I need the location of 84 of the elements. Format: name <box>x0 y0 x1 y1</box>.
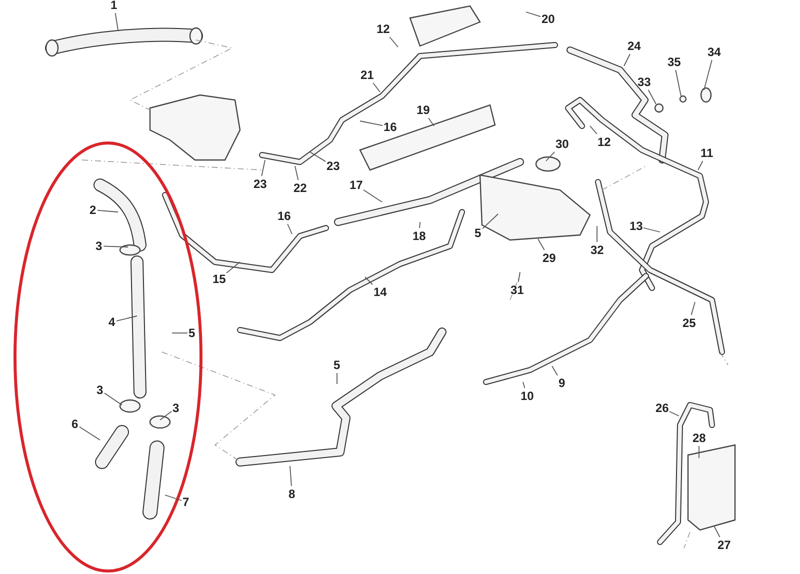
leader-line <box>698 446 700 458</box>
leader-line <box>103 246 128 248</box>
callout-number: 35 <box>668 55 681 69</box>
callout-number: 30 <box>556 137 569 151</box>
leader-line <box>226 262 240 274</box>
leader-line <box>648 90 656 104</box>
leader-line <box>160 410 172 420</box>
callout-number: 6 <box>72 417 78 431</box>
leader-line <box>310 152 326 162</box>
callout-number: 31 <box>510 283 524 297</box>
callout-number: 33 <box>638 75 651 89</box>
leader-line <box>164 494 182 501</box>
callout-number: 25 <box>682 316 696 330</box>
leader-line <box>596 226 598 242</box>
callout-number: 15 <box>212 272 226 286</box>
leader-line <box>97 210 118 212</box>
callout-number: 12 <box>376 22 390 36</box>
callout-number: 7 <box>182 495 190 509</box>
callout-number: 16 <box>278 209 291 223</box>
callout-number: 14 <box>374 285 387 299</box>
callout-number: 9 <box>558 376 566 390</box>
leader-line <box>522 382 526 388</box>
callout-number: 24 <box>628 39 641 53</box>
leader-line <box>114 12 118 30</box>
callout-number: 28 <box>692 431 706 445</box>
leader-line <box>538 238 545 250</box>
leader-line <box>290 466 292 486</box>
callout-number: 23 <box>326 159 340 173</box>
callout-number: 27 <box>718 538 731 552</box>
callout-number: 3 <box>96 383 104 397</box>
leader-line <box>590 126 598 134</box>
leader-line <box>360 120 383 126</box>
callout-number: 20 <box>542 12 555 26</box>
leader-line <box>336 372 338 384</box>
callout-number: 16 <box>384 120 397 134</box>
leader-line <box>104 392 122 406</box>
callout-number: 11 <box>700 146 714 160</box>
callout-number: 23 <box>254 177 267 191</box>
leader-line <box>389 36 398 48</box>
leader-line <box>287 224 292 234</box>
callout-number: 29 <box>542 251 556 265</box>
leader-line <box>364 276 373 285</box>
leader-line <box>79 426 100 440</box>
leader-line <box>643 227 660 232</box>
leader-line <box>116 316 138 322</box>
leader-line <box>704 60 712 90</box>
leader-line <box>363 189 382 202</box>
callout-number: 18 <box>412 229 426 243</box>
callout-number: 26 <box>656 401 669 415</box>
callout-number: 3 <box>172 401 180 415</box>
callout-number: 10 <box>520 389 534 403</box>
callout-number: 8 <box>288 487 296 501</box>
leader-line <box>518 272 520 282</box>
callout-number: 4 <box>108 315 116 329</box>
leader-line <box>552 366 558 376</box>
callout-number: 21 <box>360 68 374 82</box>
leader-line <box>294 166 299 180</box>
leader-line <box>261 160 266 176</box>
callout-number: 1 <box>110 0 118 12</box>
callout-number: 2 <box>90 203 96 217</box>
callout-number: 12 <box>598 135 611 149</box>
callout-number: 5 <box>188 326 196 340</box>
leader-line <box>482 214 498 230</box>
callout-number: 5 <box>474 226 482 240</box>
leader-line <box>419 222 420 228</box>
callout-number: 34 <box>708 45 721 59</box>
callout-number: 3 <box>96 239 102 253</box>
callout-number: 19 <box>416 103 430 117</box>
callout-number: 17 <box>350 178 363 192</box>
leader-line <box>698 160 704 170</box>
leader-line <box>428 118 434 126</box>
callout-number: 22 <box>294 181 307 195</box>
leader-line <box>546 152 555 162</box>
callout-number: 32 <box>590 243 604 257</box>
leader-line <box>172 332 188 334</box>
leader-line <box>690 302 696 316</box>
leader-line <box>624 54 630 66</box>
callout-number: 5 <box>334 358 340 372</box>
leader-line <box>675 70 682 96</box>
leader-line <box>669 411 680 416</box>
leader-line <box>714 526 720 538</box>
leader-line <box>526 12 541 18</box>
callout-number: 13 <box>630 219 643 233</box>
leader-line <box>372 82 380 92</box>
